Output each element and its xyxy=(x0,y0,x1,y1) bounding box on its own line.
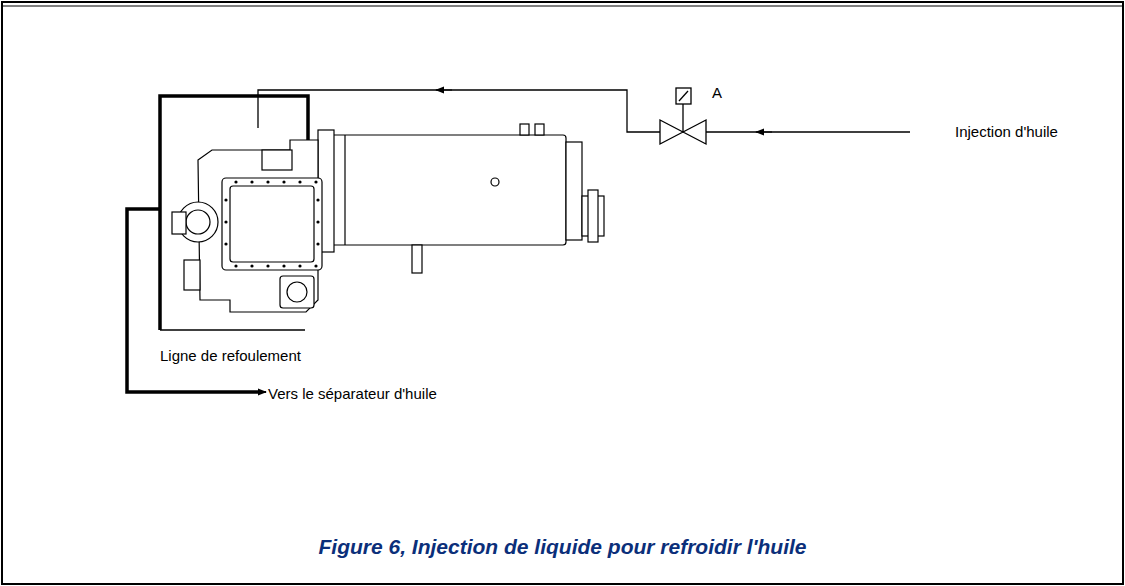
figure-caption: Figure 6, Injection de liquide pour refr… xyxy=(0,535,1125,559)
discharge-line xyxy=(160,329,305,331)
frame-line xyxy=(2,6,1123,7)
flow-arrow xyxy=(436,90,452,91)
solenoid-valve xyxy=(660,88,706,144)
line-label: Ligne de refoulement xyxy=(160,347,301,365)
valve-label: A xyxy=(712,84,722,102)
compressor xyxy=(172,124,604,312)
bolt-dots xyxy=(224,180,319,267)
flow-arrow xyxy=(756,132,772,133)
line-label: Injection d'huile xyxy=(955,123,1058,141)
line-label: Vers le séparateur d'huile xyxy=(268,385,437,403)
injection-line xyxy=(258,90,910,132)
flow-arrow xyxy=(250,391,266,393)
